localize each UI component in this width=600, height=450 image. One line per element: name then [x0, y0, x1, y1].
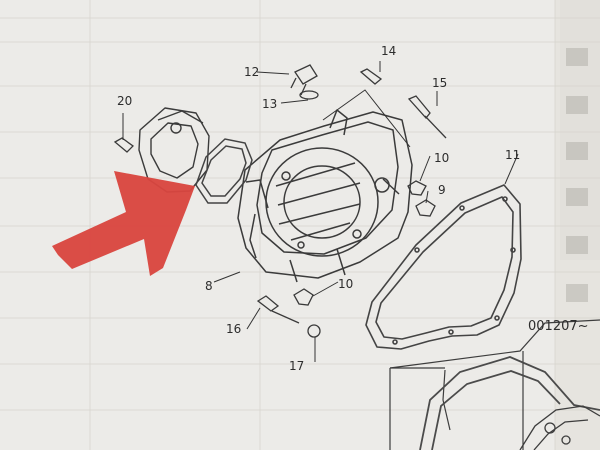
right-large-gasket [365, 184, 522, 350]
lower-partial-gasket [419, 356, 600, 450]
callout-20: 20 [117, 94, 133, 108]
callout-11: 11 [505, 148, 521, 162]
callout-14: 14 [381, 44, 397, 58]
callout-15: 15 [432, 76, 448, 90]
callout-10-lower: 10 [338, 277, 354, 291]
lower-variant-box [389, 319, 600, 450]
lower-partial-cover [519, 405, 600, 450]
red-arrow-icon [52, 171, 195, 276]
callout-16: 16 [226, 322, 242, 336]
crankcase-cover [237, 109, 413, 283]
callout-13: 13 [262, 97, 278, 111]
leader-lines [122, 61, 519, 362]
left-small-cover [138, 107, 210, 193]
serial-range-label: 001207~ [528, 319, 589, 334]
right-edge-markings [566, 48, 588, 302]
callout-17: 17 [289, 359, 305, 373]
callout-10-upper: 10 [434, 151, 450, 165]
callout-9: 9 [438, 183, 446, 197]
small-parts [113, 64, 447, 338]
callout-12: 12 [244, 65, 260, 79]
left-gasket [195, 138, 253, 204]
callout-8: 8 [205, 279, 213, 293]
